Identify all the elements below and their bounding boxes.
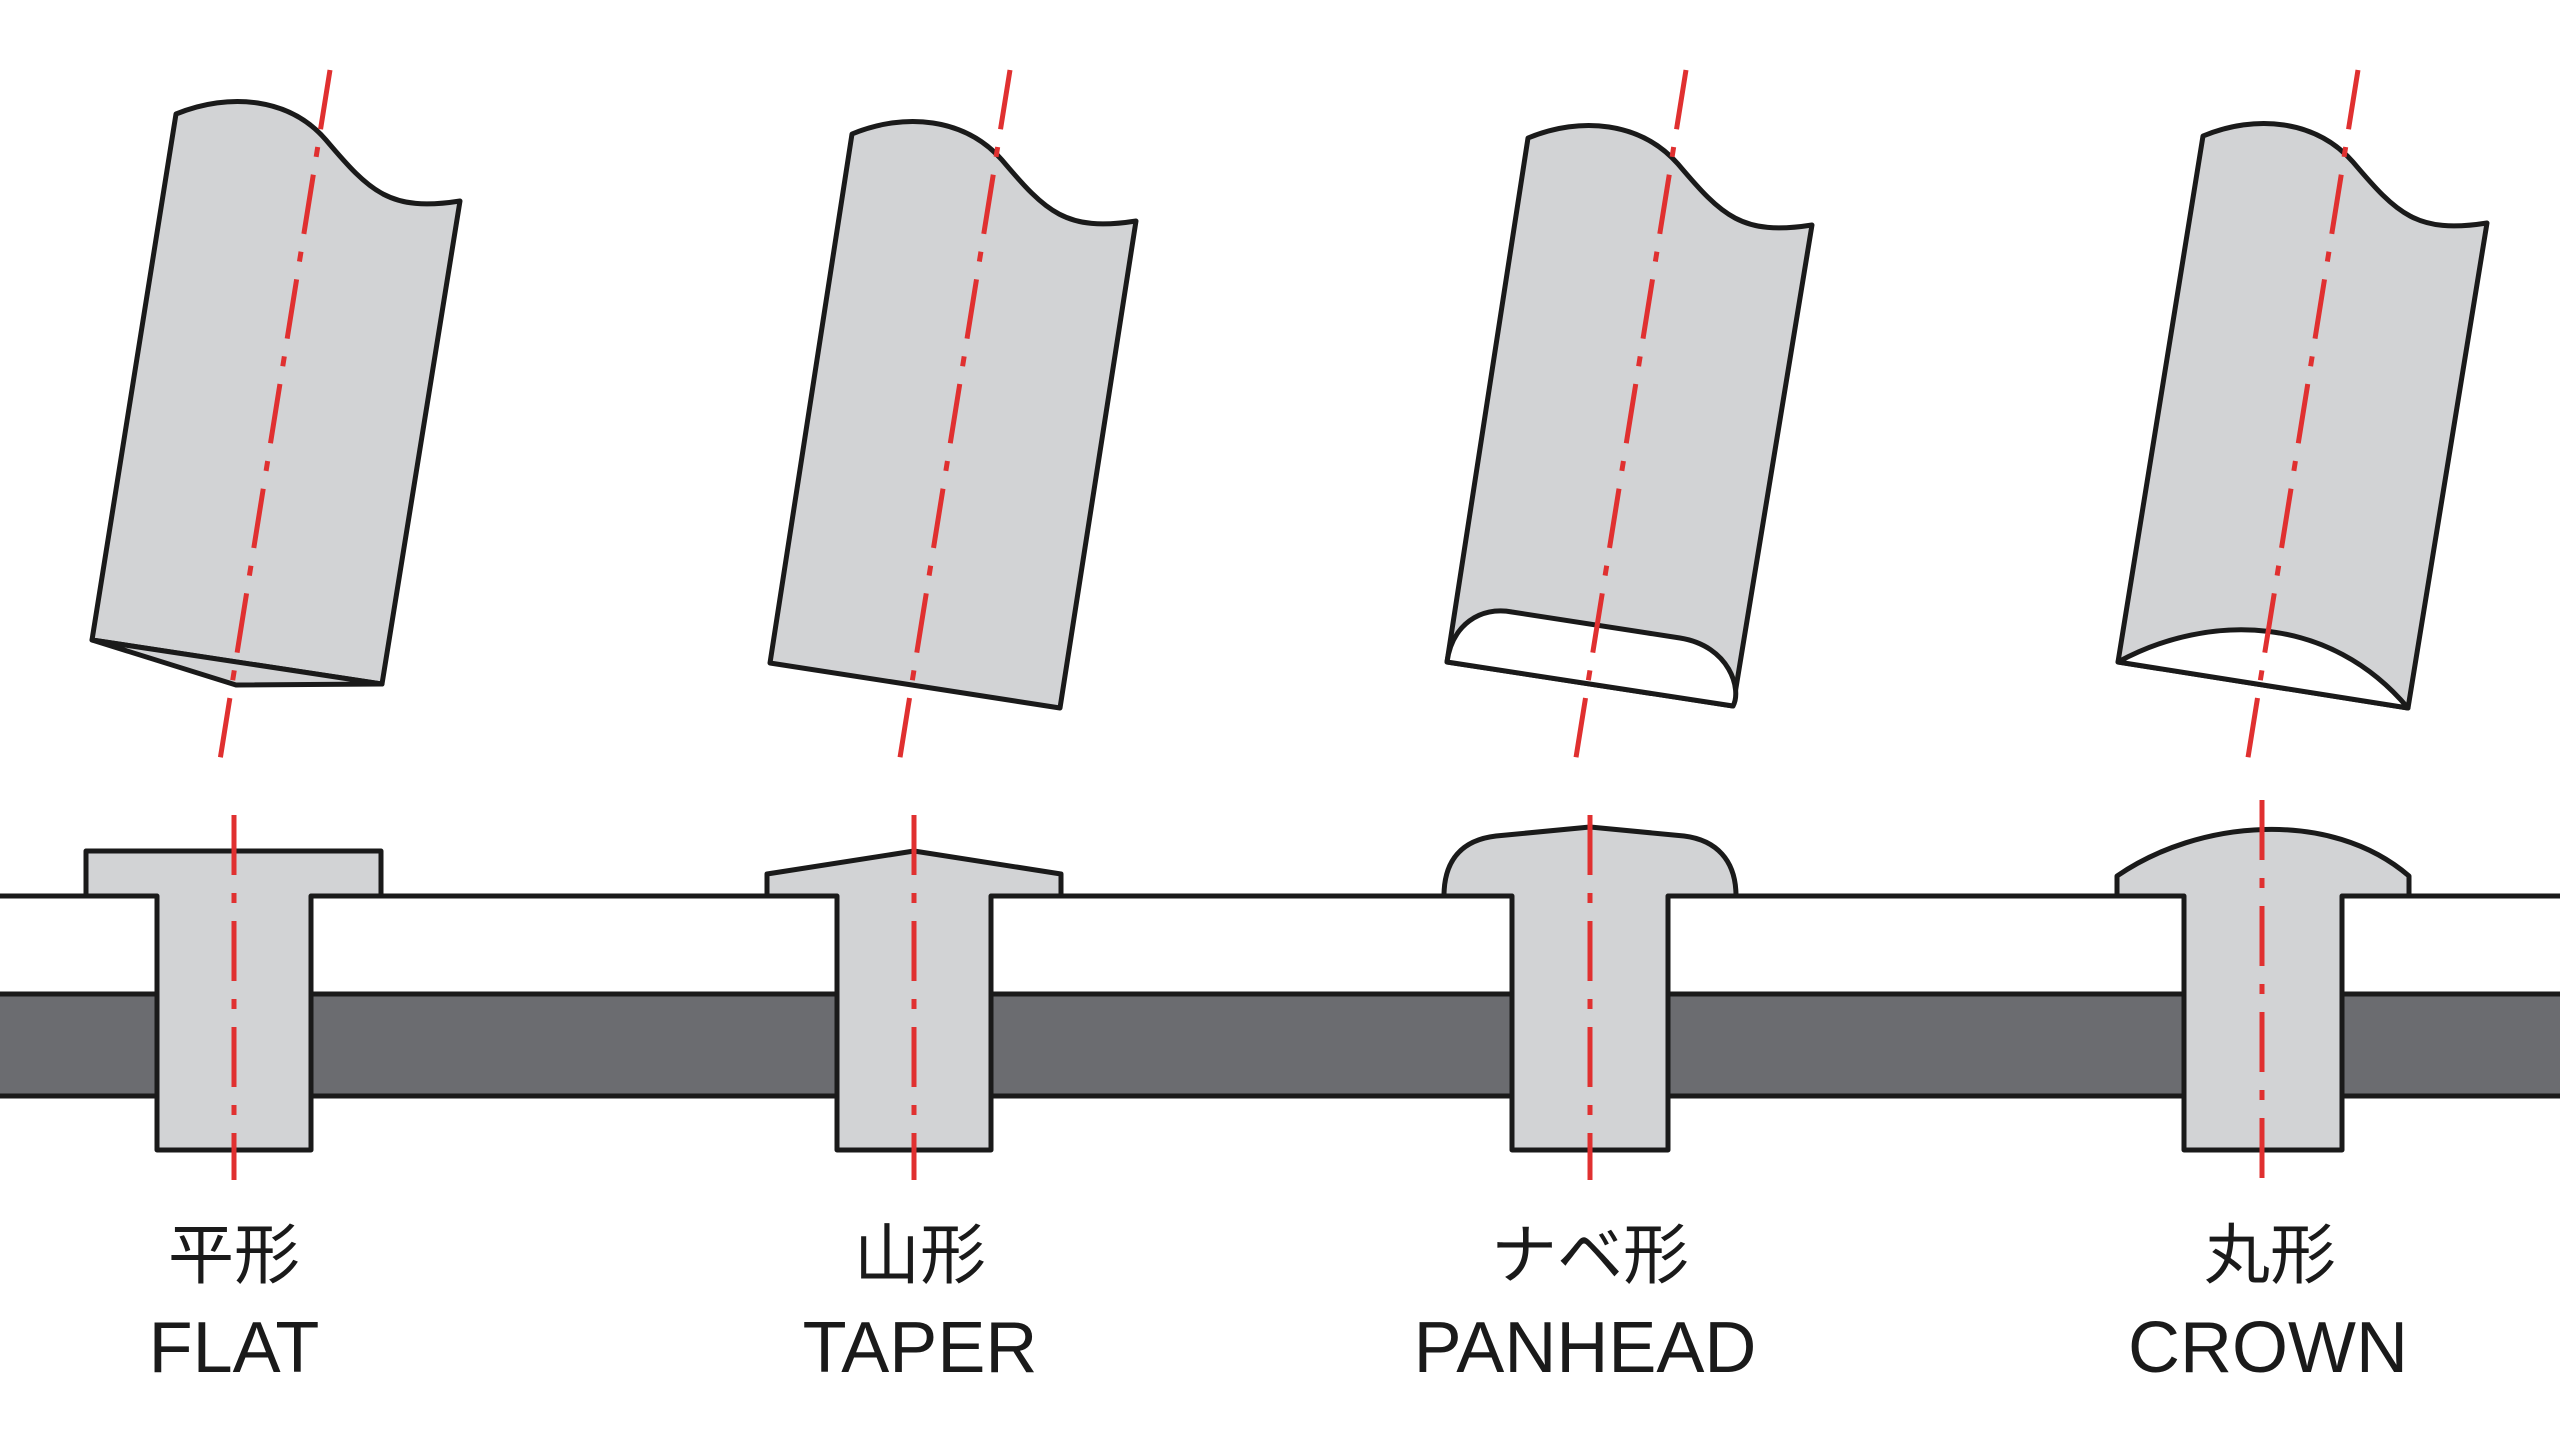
taper-label-jp: 山形 — [854, 1217, 986, 1294]
panhead-rivet — [1441, 824, 1739, 1153]
rivet-taper: 山形 TAPER — [764, 69, 1139, 1388]
crown-tool-cavity — [2115, 627, 2411, 711]
crown-label-en: CROWN — [2128, 1308, 2408, 1388]
workpiece-plates — [0, 893, 2560, 1099]
lower-plate — [0, 991, 2560, 1099]
panhead-tool-cavity — [1444, 608, 1739, 709]
upper-plate — [0, 893, 2560, 997]
flat-tool-axis — [217, 69, 333, 761]
rivet-flat: 平形 FLAT — [83, 69, 463, 1388]
flat-tool — [89, 99, 463, 687]
taper-label-en: TAPER — [803, 1308, 1038, 1388]
panhead-label-jp: ナベ形 — [1491, 1217, 1689, 1294]
crown-tool-axis — [2243, 69, 2361, 771]
rivet-panhead: ナベ形 PANHEAD — [1414, 69, 1815, 1388]
panhead-label-en: PANHEAD — [1414, 1308, 1757, 1388]
taper-tool-axis — [895, 69, 1013, 771]
panhead-tool-axis — [1571, 69, 1689, 771]
rivet-crown: 丸形 CROWN — [2114, 69, 2490, 1388]
flat-label-jp: 平形 — [168, 1217, 300, 1294]
flat-tool-tip — [89, 637, 385, 688]
crown-label-jp: 丸形 — [2204, 1217, 2336, 1294]
flat-label-en: FLAT — [149, 1308, 320, 1388]
